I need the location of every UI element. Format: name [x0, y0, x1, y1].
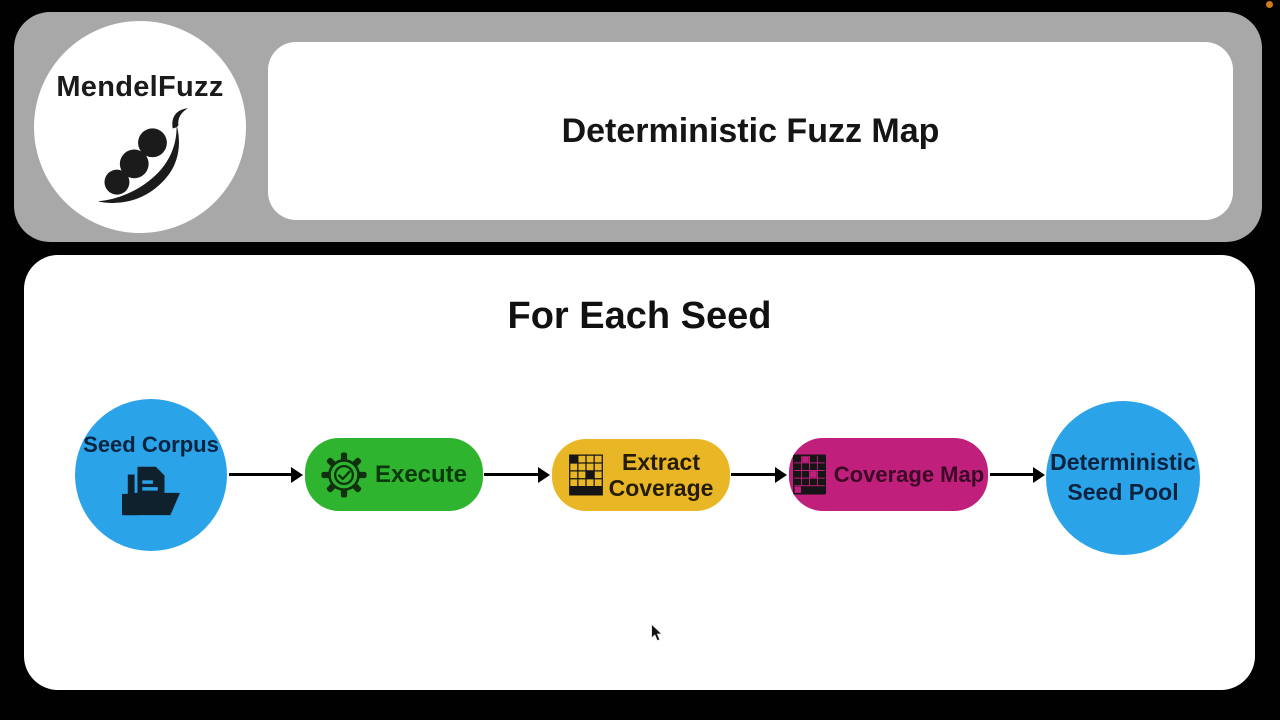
node-label-line1: Deterministic: [1050, 449, 1196, 476]
flow-node-coverage-map: Coverage Map: [789, 438, 988, 511]
flow-arrow-3: [731, 466, 787, 483]
flow-node-extract-coverage: Extract Coverage: [552, 439, 730, 511]
flow-arrow-1: [229, 466, 303, 483]
node-label: Seed Corpus: [83, 431, 219, 457]
node-label: Coverage Map: [833, 461, 985, 487]
mouse-pointer-icon: [651, 623, 663, 642]
node-label: Extract Coverage: [609, 449, 714, 502]
logo: MendelFuzz: [34, 21, 246, 233]
flow-arrow-4: [990, 466, 1045, 483]
title-card: Deterministic Fuzz Map: [268, 42, 1233, 220]
folder-documents-icon: [122, 466, 180, 515]
flow-arrow-2: [484, 466, 550, 483]
logo-text: MendelFuzz: [56, 71, 224, 103]
node-label-line1: Extract: [622, 448, 700, 475]
recording-dot: [1266, 1, 1273, 8]
coverage-grid-icon: [568, 454, 603, 496]
peapod-icon: [97, 108, 188, 203]
coverage-map-grid-icon: [792, 454, 826, 495]
section-heading: For Each Seed: [507, 295, 772, 337]
node-label-line2: Seed Pool: [1067, 479, 1179, 505]
flow-node-execute: Execute: [305, 438, 483, 511]
page-title: Deterministic Fuzz Map: [561, 111, 940, 150]
flow-node-seed-corpus: Seed Corpus: [75, 399, 227, 551]
node-label-line2: Coverage: [608, 475, 714, 501]
gear-check-icon: [321, 451, 367, 498]
header-bar: MendelFuzz Deterministic Fuzz Map: [14, 12, 1262, 242]
node-label: Deterministic Seed Pool: [1050, 448, 1196, 508]
flow-node-deterministic-seed-pool: Deterministic Seed Pool: [1046, 401, 1200, 555]
node-label: Execute: [374, 460, 468, 488]
content-panel: For Each Seed Seed Corpus: [24, 255, 1255, 690]
